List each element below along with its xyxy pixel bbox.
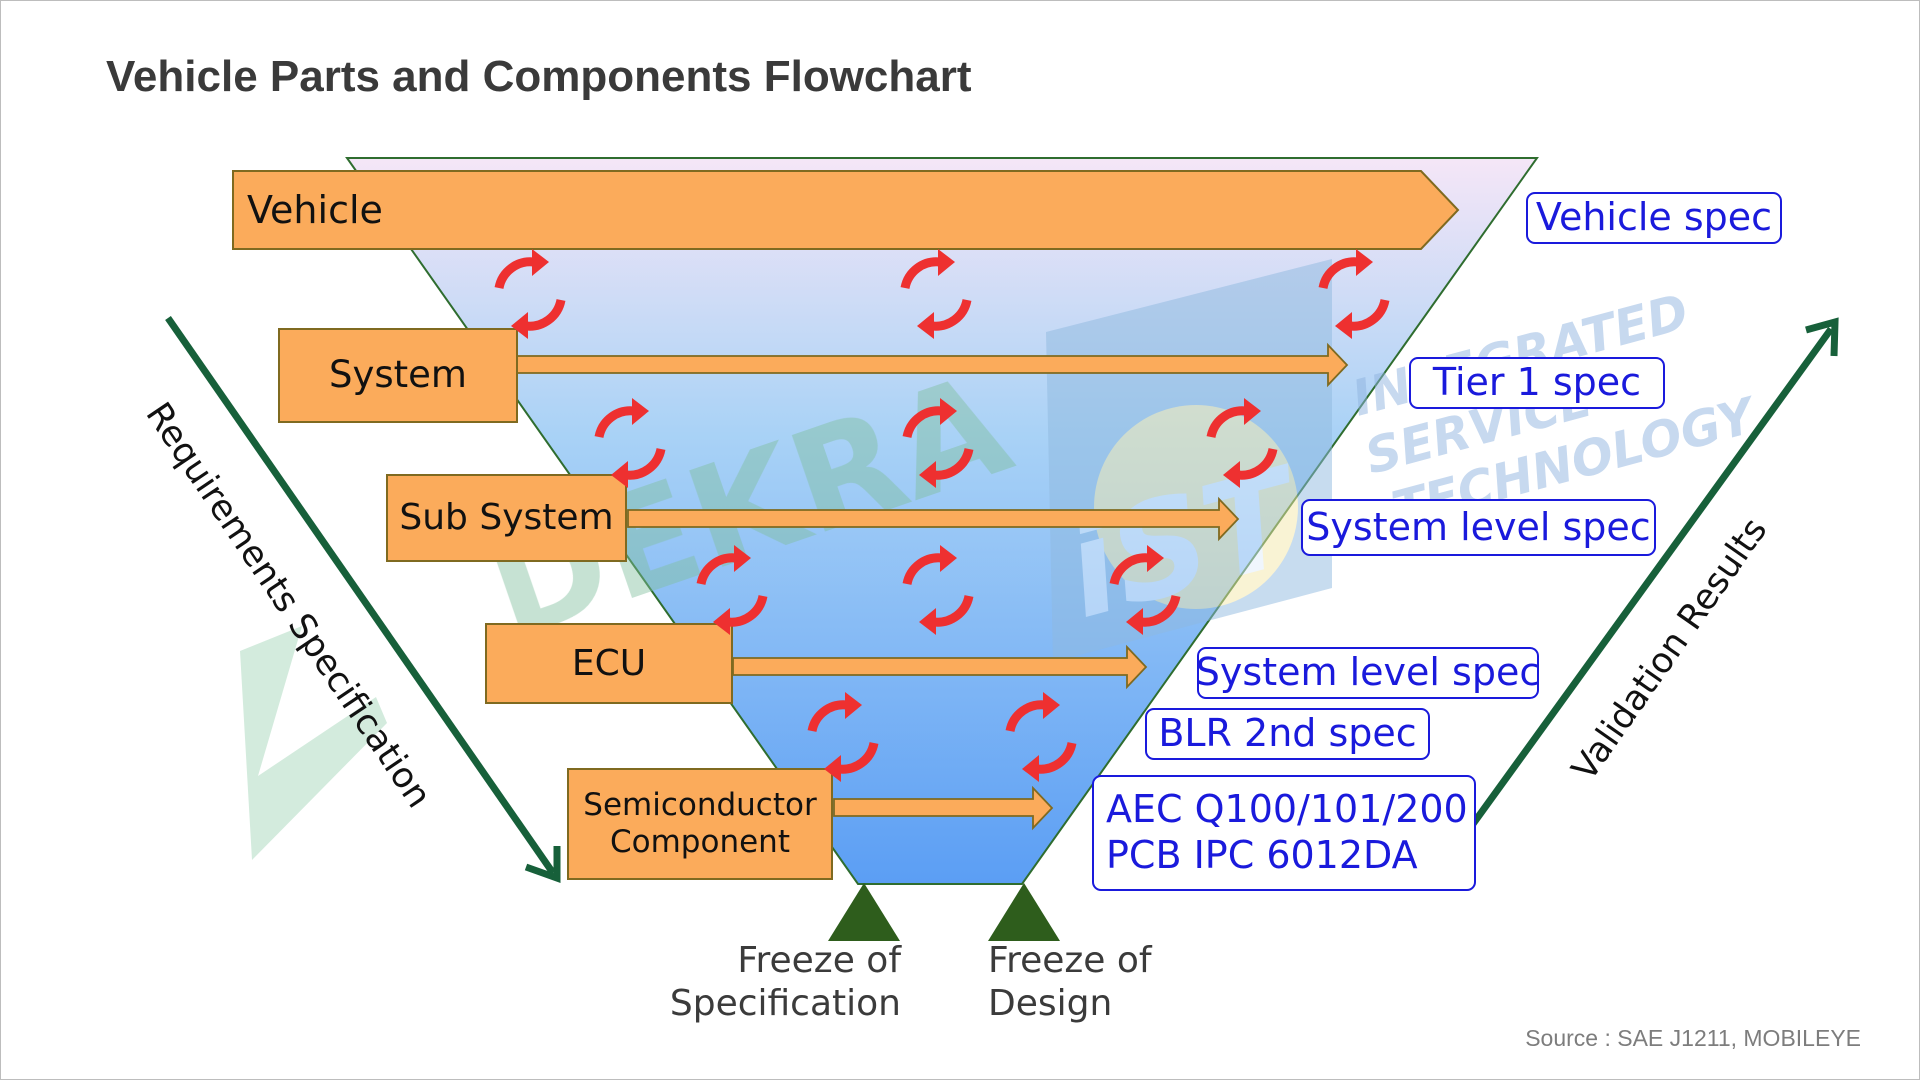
blr-2nd-spec-box: BLR 2nd spec [1145,708,1430,760]
semiconductor-label: Semiconductor Component [568,769,832,879]
requirements-arrowhead [524,846,561,883]
vehicle-arrow [232,170,1460,250]
page-title: Vehicle Parts and Components Flowchart [106,52,972,101]
requirements-specification-label: Requirements Specification [138,396,439,816]
aec-pcb-spec-box: AEC Q100/101/200 PCB IPC 6012DA [1092,775,1476,891]
freeze-design-line-2: Design [988,983,1113,1025]
vehicle-label: Vehicle [247,188,383,233]
freeze-spec-triangle-icon [828,883,900,941]
sub-system-arrow [627,496,1240,542]
system-level-spec-box-2: System level spec [1196,647,1540,699]
system-box [278,328,518,423]
source-note: Source : SAE J1211, MOBILEYE [1525,1025,1861,1051]
aec-spec-line: AEC Q100/101/200 [1106,787,1468,832]
semiconductor-arrow [833,785,1054,831]
ecu-arrow [732,644,1148,690]
system-arrow [516,342,1349,388]
pcb-spec-line: PCB IPC 6012DA [1106,833,1418,877]
requirements-arrow-line [165,316,556,875]
semiconductor-label-line-2: Component [610,824,790,860]
tier1-spec-box: Tier 1 spec [1409,357,1665,409]
system-level-spec-box-1: System level spec [1301,499,1656,556]
freeze-of-specification-label: Freeze of Specification [650,939,901,1025]
vehicle-spec-box: Vehicle spec [1526,192,1782,244]
freeze-design-triangle-icon [988,883,1060,941]
semiconductor-box [567,768,833,880]
ecu-label: ECU [571,642,647,684]
freeze-spec-line-2: Specification [669,983,901,1025]
semiconductor-label-line-1: Semiconductor [583,786,817,823]
freeze-design-line-1: Freeze of [988,940,1152,981]
freeze-spec-line-1: Freeze of [737,940,901,981]
sub-system-box [386,474,627,562]
sub-system-label: Sub System [399,497,614,539]
validation-arrow-line [1428,326,1834,885]
ecu-box [485,623,733,704]
system-label: System [329,353,467,397]
freeze-of-design-label: Freeze of Design [988,939,1152,1025]
validation-arrowhead [1805,317,1839,357]
